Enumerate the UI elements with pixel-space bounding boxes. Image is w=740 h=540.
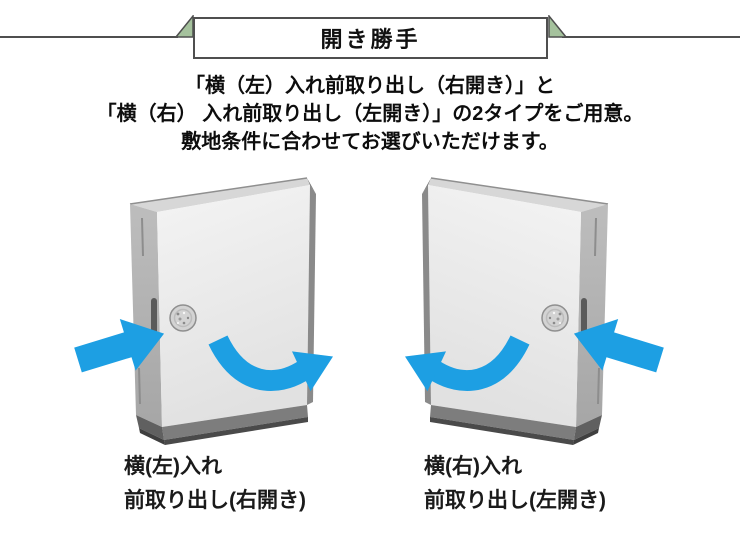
insert-direction-arrow-icon	[573, 318, 664, 373]
delivery-box-body	[129, 177, 316, 445]
banner-rule-left	[0, 36, 178, 38]
product-label-line: 前取り出し(右開き)	[124, 489, 306, 512]
description-line-3: 敷地条件に合わせてお選びいただけます。	[181, 131, 559, 153]
ribbon-fold-left-icon	[175, 15, 194, 38]
delivery-box-body	[422, 177, 609, 445]
dial-lock	[169, 304, 197, 332]
delivery-box-image	[404, 177, 664, 445]
section-title-banner: 開き勝手	[193, 17, 548, 59]
product-illustration-right	[404, 172, 668, 457]
product-label-line: 前取り出し(左開き)	[424, 489, 606, 512]
product-label-right: 横(右)入れ 前取り出し(左開き)	[424, 450, 684, 518]
description-line-1: 「横（左）入れ前取り出し（右開き）」と	[185, 75, 555, 97]
description-text: 「横（左）入れ前取り出し（右開き）」と 「横（右） 入れ前取り出し（左開き）」の…	[0, 72, 740, 156]
product-label-line: 横(右)入れ	[424, 455, 522, 478]
ribbon-fold-right-icon	[548, 15, 567, 38]
door-swing-arrow-icon	[208, 335, 334, 392]
insert-direction-arrow-icon	[74, 318, 165, 373]
product-label-left: 横(左)入れ 前取り出し(右開き)	[124, 450, 384, 518]
description-line-2: 「横（右） 入れ前取り出し（左開き）」の2タイプをご用意。	[96, 103, 644, 125]
delivery-box-image	[74, 177, 334, 445]
product-illustration-left	[70, 172, 334, 457]
banner-rule-right	[562, 36, 740, 38]
product-label-line: 横(左)入れ	[124, 455, 222, 478]
section-title: 開き勝手	[320, 27, 421, 52]
dial-lock	[541, 304, 569, 332]
door-swing-arrow-icon	[404, 335, 530, 392]
